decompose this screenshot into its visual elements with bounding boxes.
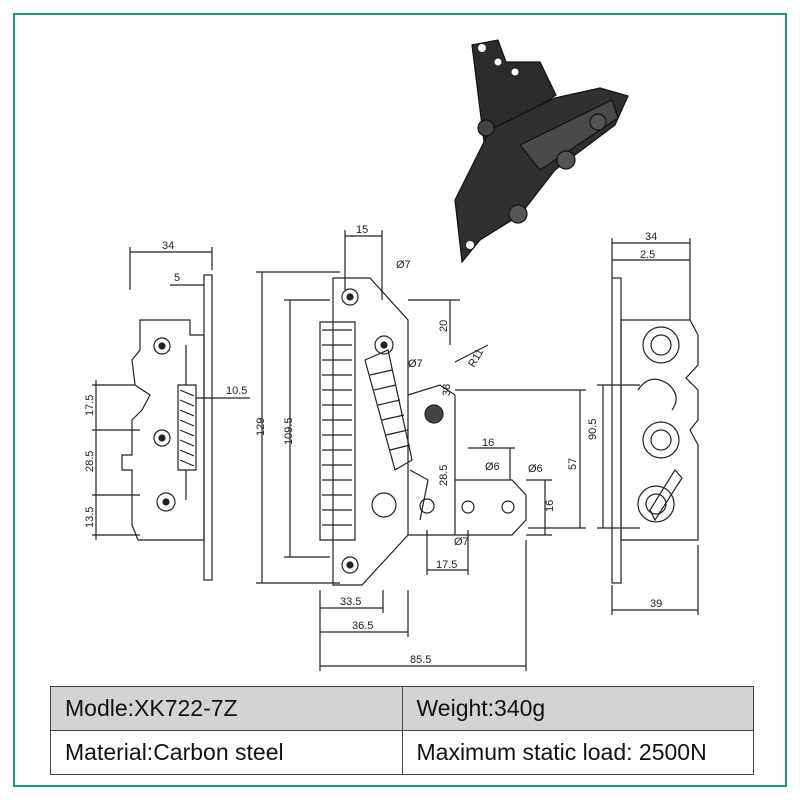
dim-left-lower: 13.5 [84,507,96,528]
dim-front-16-top: 16 [482,437,494,449]
spec-row: Modle:XK722-7Z Weight:340g [50,686,754,731]
dim-left-width: 34 [162,240,174,252]
left-view-dims: 34 5 10.5 17.5 28.5 13.5 [84,240,247,528]
dim-right-depth: 39 [650,598,662,610]
spec-weight: Weight:340g [401,686,754,731]
dim-right-width: 34 [645,231,657,243]
dim-front-hole-a: Ø6 [485,461,500,473]
image-frame [13,13,787,787]
dim-front-36-5: 36.5 [352,620,373,632]
dim-front-top-offset: 15 [356,224,368,236]
spec-table: Modle:XK722-7Z Weight:340g Material:Carb… [50,686,754,775]
dim-front-57: 57 [567,458,579,470]
dim-front-pin-hole: Ø7 [454,536,469,548]
dim-front-20: 20 [438,320,450,332]
dim-left-upper: 17.5 [84,395,96,416]
dim-front-85-5: 85.5 [410,654,431,666]
front-view-dims: 15 Ø7 20 Ø7 R11 38 129 109.5 16 Ø6 Ø6 57… [255,224,599,666]
dim-front-hole-b: Ø6 [528,463,543,475]
dim-front-33-5: 33.5 [340,596,361,608]
dim-front-28-5: 28.5 [438,465,450,486]
right-view-dims: 34 2.5 39 [640,231,662,610]
dim-front-16-side: 16 [544,500,556,512]
dim-front-17-5: 17.5 [436,559,457,571]
dim-left-spring: 10.5 [226,385,247,397]
dim-left-middle: 28.5 [84,451,96,472]
rotary-latch-photo-icon [454,39,629,264]
dim-front-90-5: 90.5 [587,419,599,440]
spec-row: Material:Carbon steel Maximum static loa… [50,730,754,775]
dim-front-radius: R11 [466,347,486,370]
spec-material: Material:Carbon steel [50,730,403,775]
dim-left-plate: 5 [174,272,180,284]
right-side-view [597,238,699,615]
dim-front-height: 129 [255,418,267,436]
dim-front-38: 38 [441,384,453,396]
left-side-view [92,247,250,581]
front-view [256,230,586,671]
dim-front-inner-height: 109.5 [283,417,295,445]
spec-load: Maximum static load: 2500N [401,730,754,775]
dim-right-plate: 2.5 [640,249,655,261]
spec-model: Modle:XK722-7Z [50,686,403,731]
dim-front-top-hole: Ø7 [396,259,411,271]
dim-front-mid-hole: Ø7 [408,358,423,370]
